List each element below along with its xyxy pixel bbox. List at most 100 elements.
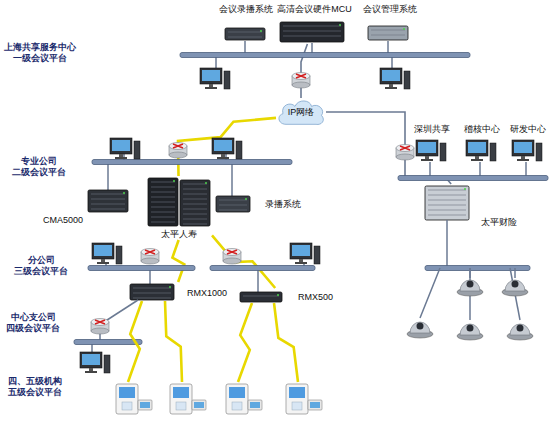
terminal-panel [176,402,186,410]
monitor [416,140,438,156]
router-icon [292,73,310,89]
management-system-device: 会议管理系统 [360,4,420,42]
screen [202,70,220,81]
monitor [466,140,488,156]
pc-tower [490,143,496,161]
status-led [123,192,125,194]
monitor-base [205,87,217,89]
monitor-base [295,262,307,264]
screen [292,245,310,256]
device-slot [219,210,247,211]
device-slot [183,204,207,205]
device-body [240,292,282,302]
mcu-cluster: 太平人寿 [146,176,212,240]
pc-icon [512,140,542,161]
device-body [148,178,178,226]
laptop-screen [140,402,150,408]
pc-icon [110,138,140,159]
monitor-base [115,157,127,159]
pc-icon [212,138,242,159]
router-top [169,143,187,150]
camera-lens [467,281,474,288]
level-label: 分公司 三级会议平台 [14,255,68,278]
device-slot [151,207,175,208]
video-terminal-icon [170,384,206,414]
monitor-stand [475,156,479,159]
router-base [91,328,109,334]
terminal-body [286,384,308,414]
router-base [169,152,187,158]
pc-tower [236,141,242,159]
pc-tower [314,246,320,264]
camera-dome [460,324,480,335]
pc-tower [404,71,410,89]
device-label: 录播系统 [264,199,302,210]
status-led [464,188,466,190]
device-slot [183,224,207,225]
pc-icon [290,243,320,264]
pc-tower [134,141,140,159]
device-slot [151,187,175,188]
device-slot [183,214,207,215]
network-link [326,112,451,184]
monitor-stand [221,154,225,157]
device-slot [183,184,207,185]
monitor-stand [89,368,93,371]
device-slot [91,209,125,210]
wireless-link [178,118,276,176]
recording-system-device: 录播系统 [214,192,302,216]
pc-icon [466,140,496,161]
wireless-link [128,301,142,382]
screen [514,142,532,153]
network-cloud: IP网络 [276,98,326,126]
router-base [141,258,159,264]
device-slot [151,197,175,198]
camera-icon [502,280,528,296]
device-icon [280,22,344,42]
screen [112,140,130,151]
device-body [88,190,128,212]
router-arrows [95,320,105,324]
wire [107,162,109,190]
device-icon [130,284,174,300]
device-slot [228,32,262,33]
network-bus [210,266,315,271]
monitor-base [421,159,433,161]
terminal-screen [229,387,245,398]
video-terminal-icon [116,384,152,414]
monitor-base [85,371,97,373]
device-slot [133,298,171,299]
router-top [223,249,241,256]
terminal-laptop [138,400,152,410]
device-label: IP网络 [287,107,316,118]
pc-tower [440,143,446,161]
monitor-stand [119,154,123,157]
router-icon [396,145,414,161]
terminal-body [170,384,192,414]
device-body [216,196,250,212]
monitor [290,243,312,259]
device-slot [228,37,262,38]
screen [418,142,436,153]
router-arrows [400,146,410,150]
device-slot [151,192,175,193]
monitor-stand [209,84,213,87]
screen [214,140,232,151]
device-body [425,186,469,220]
wire [514,268,516,278]
camera-dome [460,280,480,291]
device-icon [216,196,250,212]
pc-icon [92,243,122,264]
monitor-stand [521,156,525,159]
device-slot [428,205,466,206]
device-slot [243,296,279,297]
status-led [339,24,341,26]
device-label: 太平财险 [480,217,518,228]
device-slot [183,189,207,190]
device-slot [151,182,175,183]
device-slot [183,194,207,195]
router-arrows [296,74,306,78]
site-label: 研发中心 [510,124,546,135]
terminal-screen [173,387,189,398]
